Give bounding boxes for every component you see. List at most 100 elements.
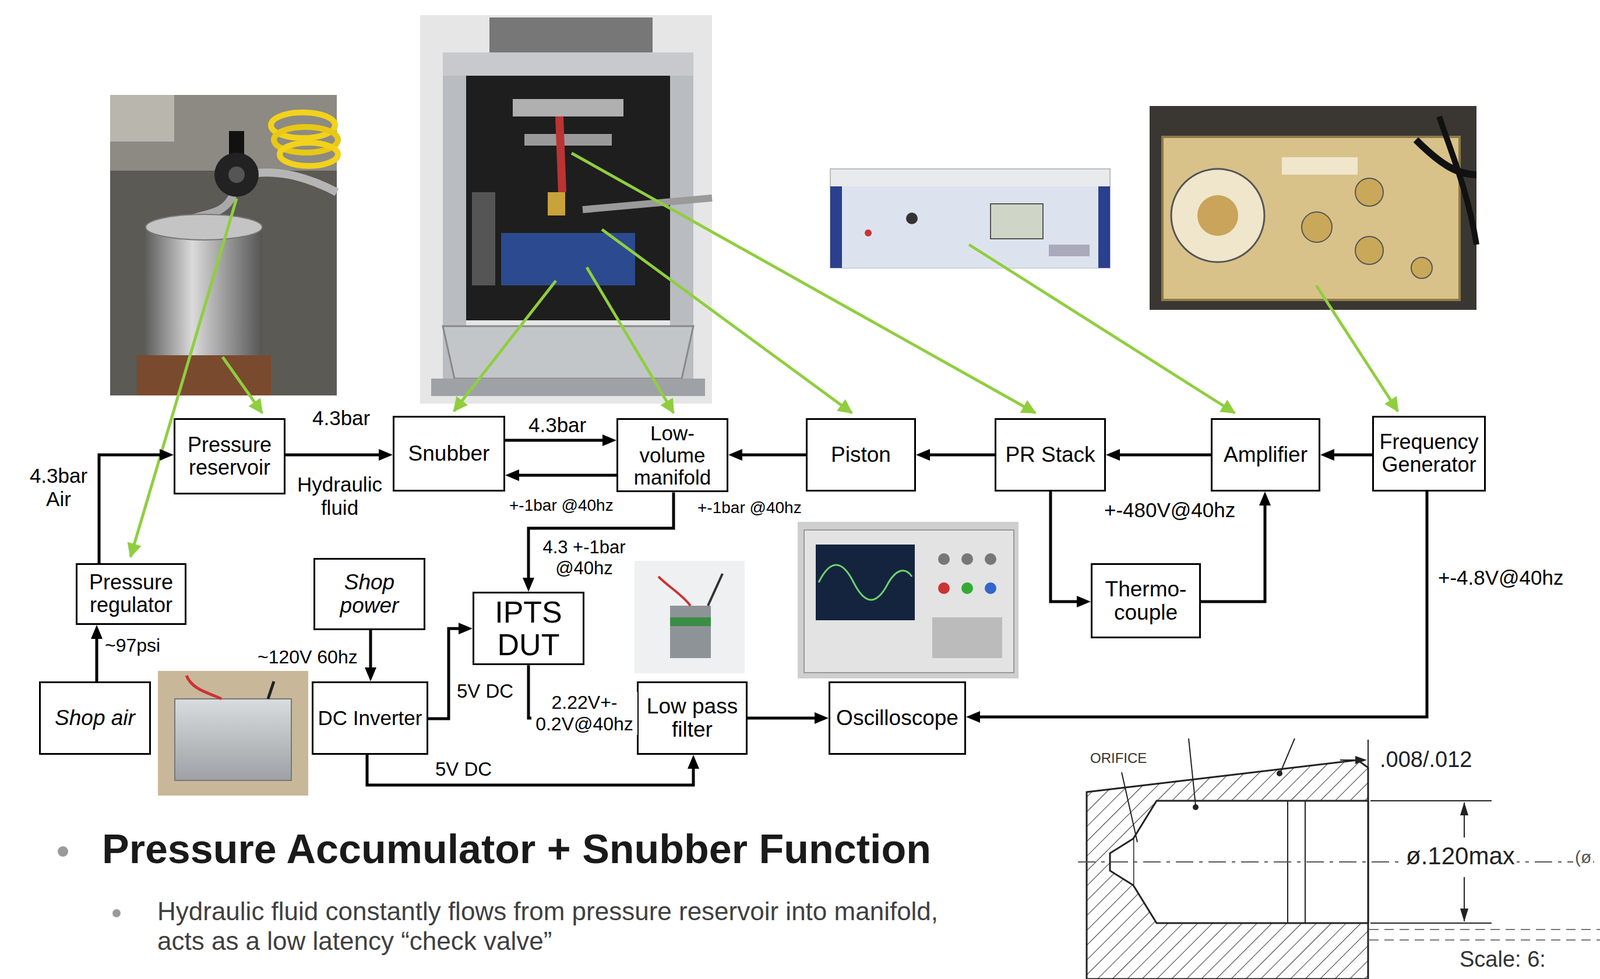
box-label: Pressure reservoir (178, 434, 281, 480)
frequency-generator-photo (1281, 157, 1358, 175)
oscilloscope-photo (797, 522, 1019, 679)
signal-label: 2.22V+- 0.2V@40hz (531, 692, 638, 736)
arrowhead (602, 434, 617, 447)
orifice-drawing (1077, 738, 1600, 979)
process-box: Low pass filter (636, 681, 748, 756)
inverter-photo (157, 671, 309, 796)
connector (505, 469, 617, 482)
box-label: Piston (830, 443, 891, 467)
orifice-drawing (1276, 770, 1283, 777)
connector-line (367, 755, 694, 786)
orifice-drawing (1280, 738, 1295, 773)
arrowhead (1259, 491, 1271, 506)
process-box: Oscilloscope (828, 681, 967, 756)
connector (90, 625, 103, 682)
orifice-drawing (1355, 756, 1367, 765)
reservoir-photo (279, 142, 338, 167)
connector-line (928, 453, 995, 457)
orifice-drawing (1188, 738, 1196, 806)
orifice-drawing (1367, 739, 1369, 768)
orifice-drawing (1369, 929, 1600, 931)
test-rig-photo (442, 52, 694, 76)
box-label: IPTS DUT (477, 596, 580, 662)
connector-line (285, 453, 381, 457)
connector (367, 755, 700, 786)
frequency-generator-photo (1439, 116, 1477, 245)
inverter-photo (186, 675, 222, 700)
amplifier-photo (830, 186, 1110, 269)
process-box: Frequency Generator (1372, 416, 1486, 492)
reservoir-photo (214, 152, 259, 197)
arrowhead (458, 622, 473, 635)
orifice-drawing (1086, 760, 1369, 979)
process-box: Thermo-couple (1090, 563, 1201, 639)
oscilloscope-photo (815, 544, 915, 621)
reservoir-photo (228, 166, 245, 183)
connector (1105, 449, 1211, 461)
arrowhead (90, 625, 103, 640)
process-box: Shop air (39, 681, 151, 756)
frequency-generator-photo (1355, 236, 1384, 265)
dimension: .008/.012 (1378, 747, 1474, 774)
test-rig-photo (471, 192, 496, 286)
signal-label: +-1bar @40hz (696, 498, 803, 518)
box-label: Oscilloscope (836, 706, 959, 731)
photo-leader (130, 153, 1398, 558)
orifice-drawing (1460, 908, 1469, 923)
test-rig-photo (524, 134, 612, 146)
photo-leader (586, 267, 674, 414)
frequency-generator-photo (1197, 195, 1239, 236)
test-rig-photo (489, 17, 653, 53)
test-rig-photo (442, 326, 694, 379)
frequency-generator-photo (1149, 106, 1477, 310)
signal-label: 5V DC (455, 680, 515, 703)
oscilloscope-photo (938, 553, 950, 566)
dut-photo (634, 561, 745, 674)
orifice-drawing (1077, 861, 1600, 863)
arrowhead (159, 449, 174, 461)
connector (364, 630, 377, 682)
connector (428, 622, 473, 720)
scale-note: Scale: 6: (1459, 947, 1546, 974)
signal-label: +-1bar @40hz (508, 496, 615, 516)
flow-note: Hydraulic fluid (290, 473, 390, 521)
photo-leader (453, 280, 556, 412)
process-box: Amplifier (1210, 418, 1321, 492)
connector (966, 491, 1427, 724)
box-label: Snubber (408, 442, 491, 466)
dut-photo (634, 561, 745, 674)
arrowhead (1076, 596, 1091, 608)
test-rig-photo (547, 192, 566, 216)
amplifier-photo (864, 229, 872, 237)
frequency-generator-photo (1355, 178, 1384, 207)
reservoir-photo (136, 355, 271, 396)
bullet-heading: Pressure Accumulator + Snubber Function (101, 826, 932, 874)
connector-line (505, 439, 605, 443)
connector-line (1118, 453, 1211, 457)
connector-line (99, 455, 162, 564)
photo-leader (968, 244, 1235, 414)
amplifier-photo (906, 212, 918, 225)
process-box: DC Inverter (311, 681, 429, 756)
dut-photo (707, 573, 723, 606)
test-rig-photo (512, 99, 624, 117)
inverter-photo (157, 671, 309, 796)
orifice-drawing (1370, 800, 1492, 802)
box-label: Thermo-couple (1095, 578, 1196, 625)
box-label: Shop air (54, 706, 136, 731)
dut-photo (658, 576, 691, 606)
arrowhead (728, 449, 743, 461)
connector (747, 712, 829, 725)
test-rig-photo (420, 15, 713, 404)
oscilloscope-photo (961, 553, 974, 566)
oscilloscope-photo (932, 617, 1003, 659)
dut-photo (670, 617, 711, 627)
amplifier-photo (1098, 186, 1110, 269)
connector-line (517, 474, 617, 478)
amplifier-photo (1048, 244, 1090, 257)
process-box: IPTS DUT (472, 591, 585, 666)
box-label: Frequency Generator (1377, 431, 1481, 477)
reservoir-photo (145, 214, 263, 241)
amplifier-photo (830, 186, 842, 269)
